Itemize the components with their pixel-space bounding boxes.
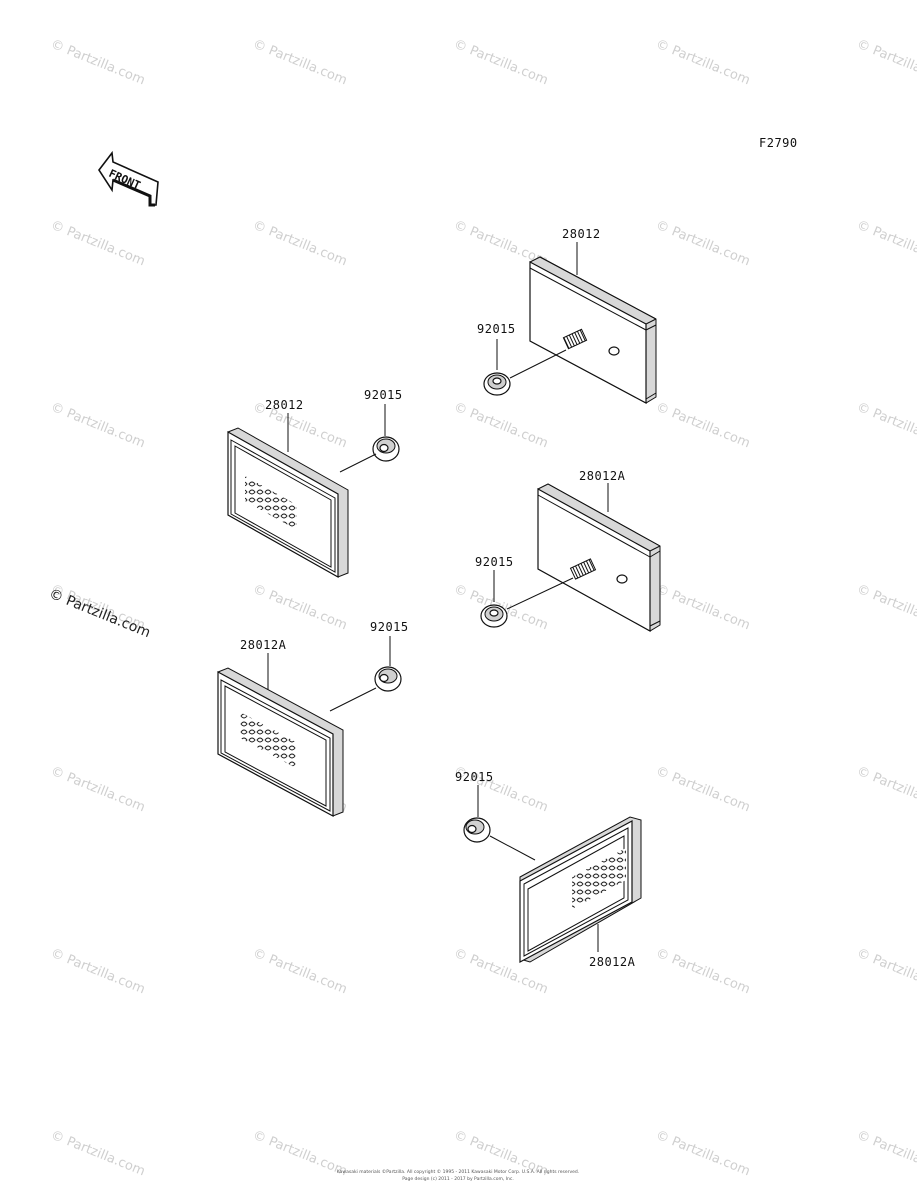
watermark-text: © Partzilla.com [654, 1128, 753, 1179]
callout-nut-mid-right: 92015 [475, 555, 514, 569]
callout-nut-top-right: 92015 [477, 322, 516, 336]
callout-reflector-top-right: 28012 [562, 227, 601, 241]
nut-mid-right [480, 604, 508, 628]
reflector-bottom [519, 816, 642, 964]
callout-reflector-left-upper: 28012 [265, 398, 304, 412]
nut-left-lower [374, 666, 402, 692]
watermark-text: © Partzilla.com [855, 764, 917, 815]
nut-bottom [463, 817, 491, 843]
watermark-text: © Partzilla.com [49, 1128, 148, 1179]
watermark-text: © Partzilla.com [654, 218, 753, 269]
watermark-text: © Partzilla.com [654, 946, 753, 997]
figure-code: F2790 [759, 136, 798, 150]
footer-line-1: Kawasaki materials ©Partzilla. All copyr… [337, 1168, 579, 1175]
stud-icon [569, 558, 597, 580]
watermark-text: © Partzilla.com [855, 582, 917, 633]
watermark-text: © Partzilla.com [654, 764, 753, 815]
watermark-text: © Partzilla.com [251, 218, 350, 269]
callout-reflector-left-lower: 28012A [240, 638, 287, 652]
front-arrow-icon: FRONT [98, 150, 159, 207]
side-watermark: © Partzilla.com [47, 586, 153, 641]
watermark-text: © Partzilla.com [49, 37, 148, 88]
watermark-text: © Partzilla.com [654, 400, 753, 451]
watermark-text: © Partzilla.com [49, 400, 148, 451]
reflector-left-upper [227, 427, 349, 579]
watermark-text: © Partzilla.com [855, 946, 917, 997]
footer-line-2: Page design (c) 2011 - 2017 by Partzilla… [402, 1176, 514, 1182]
watermark-text: © Partzilla.com [251, 1128, 350, 1179]
callout-nut-bottom: 92015 [455, 770, 494, 784]
callout-reflector-mid-right: 28012A [579, 469, 626, 483]
reflex-pattern [245, 476, 297, 530]
watermark-text: © Partzilla.com [49, 764, 148, 815]
watermark-text: © Partzilla.com [49, 218, 148, 269]
reflector-top-right [529, 256, 657, 405]
watermark-text: © Partzilla.com [251, 946, 350, 997]
callout-reflector-bottom: 28012A [589, 955, 636, 969]
nut-left-upper [372, 436, 400, 462]
reflector-left-lower [217, 667, 344, 818]
stud-icon [562, 328, 588, 350]
reflector-mid-right [537, 483, 661, 633]
watermark-text: © Partzilla.com [855, 400, 917, 451]
watermark-text: © Partzilla.com [49, 946, 148, 997]
reflex-pattern [240, 712, 296, 768]
callout-nut-left-lower: 92015 [370, 620, 409, 634]
watermark-text: © Partzilla.com [855, 218, 917, 269]
watermark-text: © Partzilla.com [855, 1128, 917, 1179]
watermark-text: © Partzilla.com [251, 582, 350, 633]
callout-nut-left-upper: 92015 [364, 388, 403, 402]
watermark-text: © Partzilla.com [452, 37, 551, 88]
watermark-text: © Partzilla.com [251, 37, 350, 88]
watermark-layer: © Partzilla.com © Partzilla.com © Partzill… [49, 37, 917, 1179]
watermark-text: © Partzilla.com [855, 37, 917, 88]
watermark-text: © Partzilla.com [654, 37, 753, 88]
reflex-pattern [572, 848, 626, 909]
watermark-text: © Partzilla.com [452, 400, 551, 451]
watermark-text: © Partzilla.com [654, 582, 753, 633]
nut-top-right [483, 372, 511, 396]
